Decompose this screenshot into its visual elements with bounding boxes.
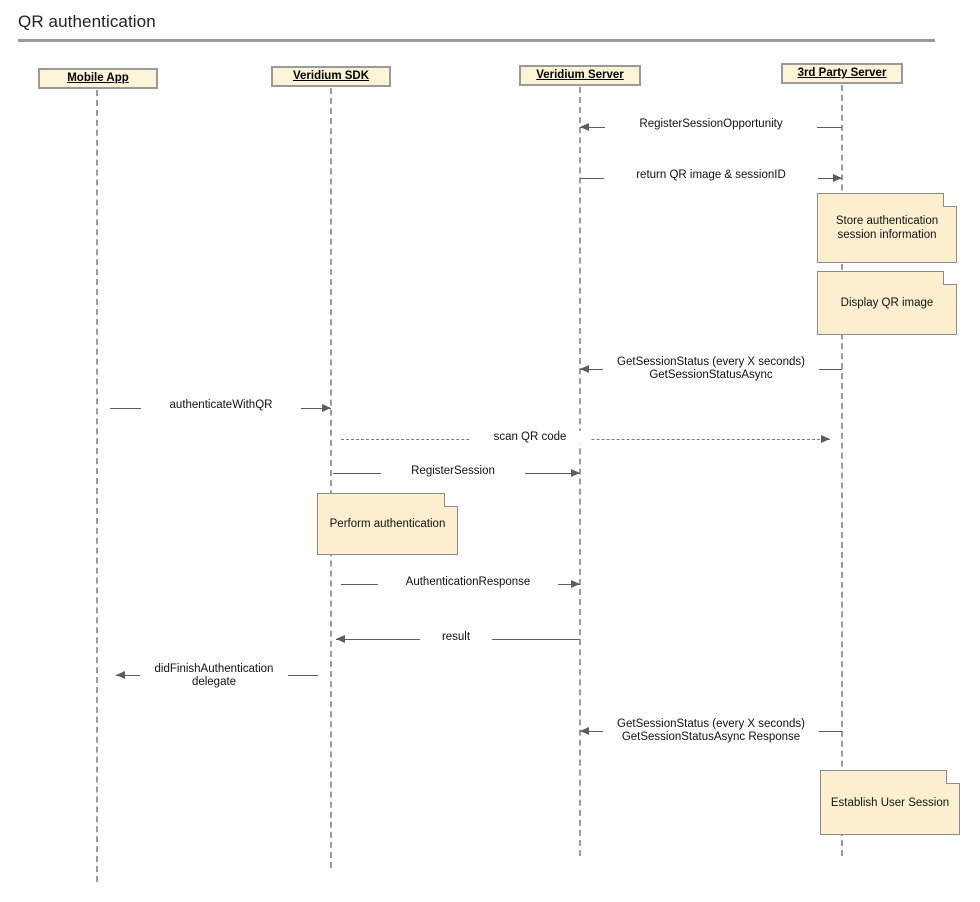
actor-veridium-sdk[interactable]: Veridium SDK xyxy=(271,66,391,87)
page-title: QR authentication xyxy=(18,12,156,31)
arrowhead-left-icon xyxy=(580,364,589,373)
message-label-result: result xyxy=(420,631,492,644)
note-text: Establish User Session xyxy=(830,796,950,809)
message-label-did-finish-authentication-delegate: didFinishAuthentication delegate xyxy=(140,663,288,689)
arrowhead-left-icon xyxy=(580,726,589,735)
note-text: Store authentication session information xyxy=(835,215,939,241)
actor-label: 3rd Party Server xyxy=(797,66,887,79)
message-label-scan-qr-code: scan QR code xyxy=(470,431,590,444)
arrowhead-right-icon xyxy=(833,173,842,182)
note-text: Perform authentication xyxy=(329,518,446,530)
arrowhead-left-icon xyxy=(336,634,345,643)
actor-label: Veridium SDK xyxy=(292,69,370,82)
arrowhead-right-icon xyxy=(571,468,580,477)
actor-third-party-server[interactable]: 3rd Party Server xyxy=(781,63,903,84)
note-fold-corner-icon xyxy=(444,493,458,507)
message-label-register-session-opportunity: RegisterSessionOpportunity xyxy=(605,118,817,131)
arrowhead-left-icon xyxy=(580,122,589,131)
note-fold-corner-icon xyxy=(943,193,957,207)
message-label-register-session: RegisterSession xyxy=(381,465,525,478)
note-display-qr-image[interactable]: Display QR image xyxy=(817,271,957,335)
title-divider xyxy=(18,39,935,42)
note-perform-authentication[interactable]: Perform authentication xyxy=(317,493,458,555)
note-text: Display QR image xyxy=(840,297,934,309)
note-establish-user-session[interactable]: Establish User Session xyxy=(820,770,960,835)
actor-mobile-app[interactable]: Mobile App xyxy=(38,68,158,89)
lifeline-veridium-server xyxy=(579,87,581,856)
note-fold-corner-icon xyxy=(946,770,960,784)
arrowhead-right-icon xyxy=(571,579,580,588)
message-label-return-qr-image-sessionid: return QR image & sessionID xyxy=(604,169,818,182)
arrowhead-left-icon xyxy=(116,670,125,679)
lifeline-veridium-sdk xyxy=(330,88,332,868)
lifeline-mobile-app xyxy=(96,90,98,882)
message-label-get-session-status-response: GetSessionStatus (every X seconds) GetSe… xyxy=(603,718,819,744)
lifeline-third-party-server xyxy=(841,85,843,856)
actor-label: Veridium Server xyxy=(536,68,624,81)
note-store-authentication-session-information[interactable]: Store authentication session information xyxy=(817,193,957,263)
arrowhead-right-icon xyxy=(322,403,331,412)
actor-label: Mobile App xyxy=(67,71,129,84)
note-fold-corner-icon xyxy=(943,271,957,285)
message-label-get-session-status-poll: GetSessionStatus (every X seconds) GetSe… xyxy=(603,356,819,382)
message-label-authenticate-with-qr: authenticateWithQR xyxy=(141,399,301,412)
actor-veridium-server[interactable]: Veridium Server xyxy=(519,65,641,86)
arrowhead-right-icon xyxy=(821,434,830,443)
message-label-authentication-response: AuthenticationResponse xyxy=(378,576,558,589)
